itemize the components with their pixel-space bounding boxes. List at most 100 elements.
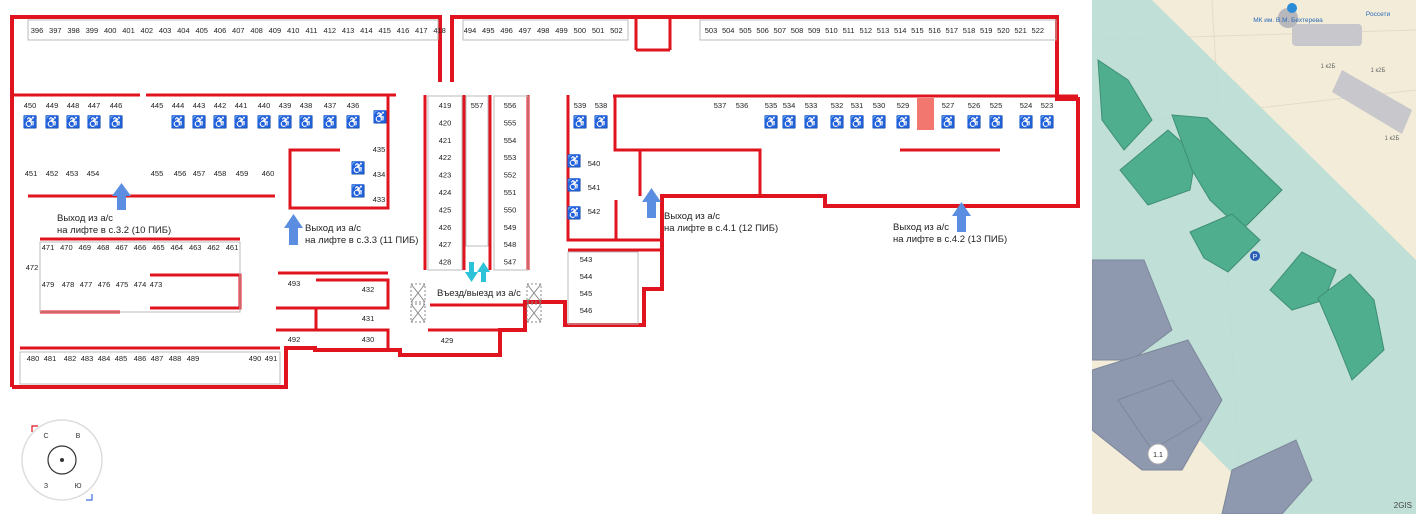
parking-spot-414[interactable]: 414	[360, 26, 373, 35]
parking-spot-443[interactable]: 443	[193, 101, 206, 110]
parking-spot-442[interactable]: 442	[214, 101, 227, 110]
parking-spot-471[interactable]: 471	[42, 243, 55, 252]
parking-spot-427[interactable]: 427	[439, 240, 452, 249]
parking-spot-531[interactable]: 531	[851, 101, 864, 110]
parking-spot-473[interactable]: 473	[150, 280, 163, 289]
parking-spot-416[interactable]: 416	[397, 26, 410, 35]
parking-spot-439[interactable]: 439	[279, 101, 292, 110]
parking-spot-506[interactable]: 506	[756, 26, 769, 35]
parking-spot-425[interactable]: 425	[439, 205, 452, 214]
parking-spot-554[interactable]: 554	[504, 136, 517, 145]
parking-spot-412[interactable]: 412	[324, 26, 337, 35]
parking-spot-540[interactable]: 540	[588, 159, 601, 168]
parking-spot-553[interactable]: 553	[504, 153, 517, 162]
parking-spot-420[interactable]: 420	[439, 118, 452, 127]
parking-spot-430[interactable]: 430	[362, 335, 375, 344]
parking-spot-434[interactable]: 434	[373, 170, 386, 179]
parking-spot-461[interactable]: 461	[226, 243, 239, 252]
parking-spot-548[interactable]: 548	[504, 240, 517, 249]
parking-spot-426[interactable]: 426	[439, 223, 452, 232]
parking-spot-467[interactable]: 467	[115, 243, 128, 252]
parking-spot-499[interactable]: 499	[555, 26, 568, 35]
parking-spot-494[interactable]: 494	[464, 26, 477, 35]
parking-spot-491[interactable]: 491	[265, 354, 278, 363]
parking-spot-400[interactable]: 400	[104, 26, 117, 35]
compass-icon[interactable]: С В З Ю	[20, 418, 104, 502]
parking-spot-517[interactable]: 517	[946, 26, 959, 35]
parking-spot-488[interactable]: 488	[169, 354, 182, 363]
parking-spot-483[interactable]: 483	[81, 354, 94, 363]
parking-spot-410[interactable]: 410	[287, 26, 300, 35]
parking-spot-501[interactable]: 501	[592, 26, 605, 35]
parking-spot-477[interactable]: 477	[80, 280, 93, 289]
parking-spot-407[interactable]: 407	[232, 26, 245, 35]
parking-spot-533[interactable]: 533	[805, 101, 818, 110]
parking-spot-431[interactable]: 431	[362, 314, 375, 323]
parking-spot-520[interactable]: 520	[997, 26, 1010, 35]
parking-spot-556[interactable]: 556	[504, 101, 517, 110]
parking-spot-419[interactable]: 419	[439, 101, 452, 110]
parking-spot-485[interactable]: 485	[115, 354, 128, 363]
parking-spot-543[interactable]: 543	[580, 255, 593, 264]
parking-spot-408[interactable]: 408	[250, 26, 263, 35]
parking-spot-433[interactable]: 433	[373, 195, 386, 204]
parking-spot-530[interactable]: 530	[873, 101, 886, 110]
parking-spot-539[interactable]: 539	[574, 101, 587, 110]
parking-spot-402[interactable]: 402	[141, 26, 154, 35]
parking-spot-466[interactable]: 466	[134, 243, 147, 252]
parking-spot-507[interactable]: 507	[774, 26, 787, 35]
parking-spot-418[interactable]: 418	[433, 26, 446, 35]
parking-spot-489[interactable]: 489	[187, 354, 200, 363]
parking-spot-538[interactable]: 538	[595, 101, 608, 110]
parking-spot-518[interactable]: 518	[963, 26, 976, 35]
parking-spot-404[interactable]: 404	[177, 26, 190, 35]
parking-spot-411[interactable]: 411	[306, 26, 318, 35]
parking-spot-398[interactable]: 398	[67, 26, 80, 35]
location-minimap[interactable]: МК им. В.М. Бехтерева Россети 1 к2Б 1 к2…	[1092, 0, 1416, 514]
parking-spot-497[interactable]: 497	[519, 26, 532, 35]
parking-spot-423[interactable]: 423	[439, 171, 452, 180]
parking-spot-490[interactable]: 490	[249, 354, 262, 363]
parking-spot-459[interactable]: 459	[236, 169, 249, 178]
parking-spot-448[interactable]: 448	[67, 101, 80, 110]
parking-spot-529[interactable]: 529	[897, 101, 910, 110]
parking-spot-535[interactable]: 535	[765, 101, 778, 110]
parking-spot-524[interactable]: 524	[1020, 101, 1033, 110]
parking-spot-552[interactable]: 552	[504, 171, 517, 180]
parking-spot-542[interactable]: 542	[588, 207, 601, 216]
parking-spot-435[interactable]: 435	[373, 145, 386, 154]
parking-spot-511[interactable]: 511	[843, 26, 855, 35]
parking-spot-454[interactable]: 454	[87, 169, 100, 178]
parking-spot-505[interactable]: 505	[739, 26, 752, 35]
parking-spot-421[interactable]: 421	[439, 136, 452, 145]
parking-spot-458[interactable]: 458	[214, 169, 227, 178]
parking-spot-413[interactable]: 413	[342, 26, 355, 35]
parking-spot-403[interactable]: 403	[159, 26, 172, 35]
parking-spot-536[interactable]: 536	[736, 101, 749, 110]
parking-spot-534[interactable]: 534	[783, 101, 796, 110]
parking-spot-415[interactable]: 415	[378, 26, 391, 35]
parking-spot-544[interactable]: 544	[580, 272, 593, 281]
parking-spot-516[interactable]: 516	[928, 26, 941, 35]
parking-spot-464[interactable]: 464	[171, 243, 184, 252]
parking-spot-474[interactable]: 474	[134, 280, 147, 289]
parking-spot-481[interactable]: 481	[44, 354, 57, 363]
parking-spot-440[interactable]: 440	[258, 101, 271, 110]
parking-spot-468[interactable]: 468	[97, 243, 110, 252]
parking-spot-445[interactable]: 445	[151, 101, 164, 110]
highlighted-spot[interactable]	[917, 98, 934, 130]
parking-spot-469[interactable]: 469	[79, 243, 92, 252]
parking-spot-549[interactable]: 549	[504, 223, 517, 232]
parking-spot-502[interactable]: 502	[610, 26, 623, 35]
parking-spot-486[interactable]: 486	[134, 354, 147, 363]
parking-spot-478[interactable]: 478	[62, 280, 75, 289]
parking-spot-449[interactable]: 449	[46, 101, 59, 110]
parking-spot-451[interactable]: 451	[25, 169, 38, 178]
parking-spot-479[interactable]: 479	[42, 280, 55, 289]
parking-spot-409[interactable]: 409	[269, 26, 282, 35]
parking-spot-480[interactable]: 480	[27, 354, 40, 363]
parking-spot-551[interactable]: 551	[504, 188, 517, 197]
parking-spot-428[interactable]: 428	[439, 258, 452, 267]
parking-spot-401[interactable]: 401	[122, 26, 135, 35]
parking-spot-405[interactable]: 405	[195, 26, 208, 35]
